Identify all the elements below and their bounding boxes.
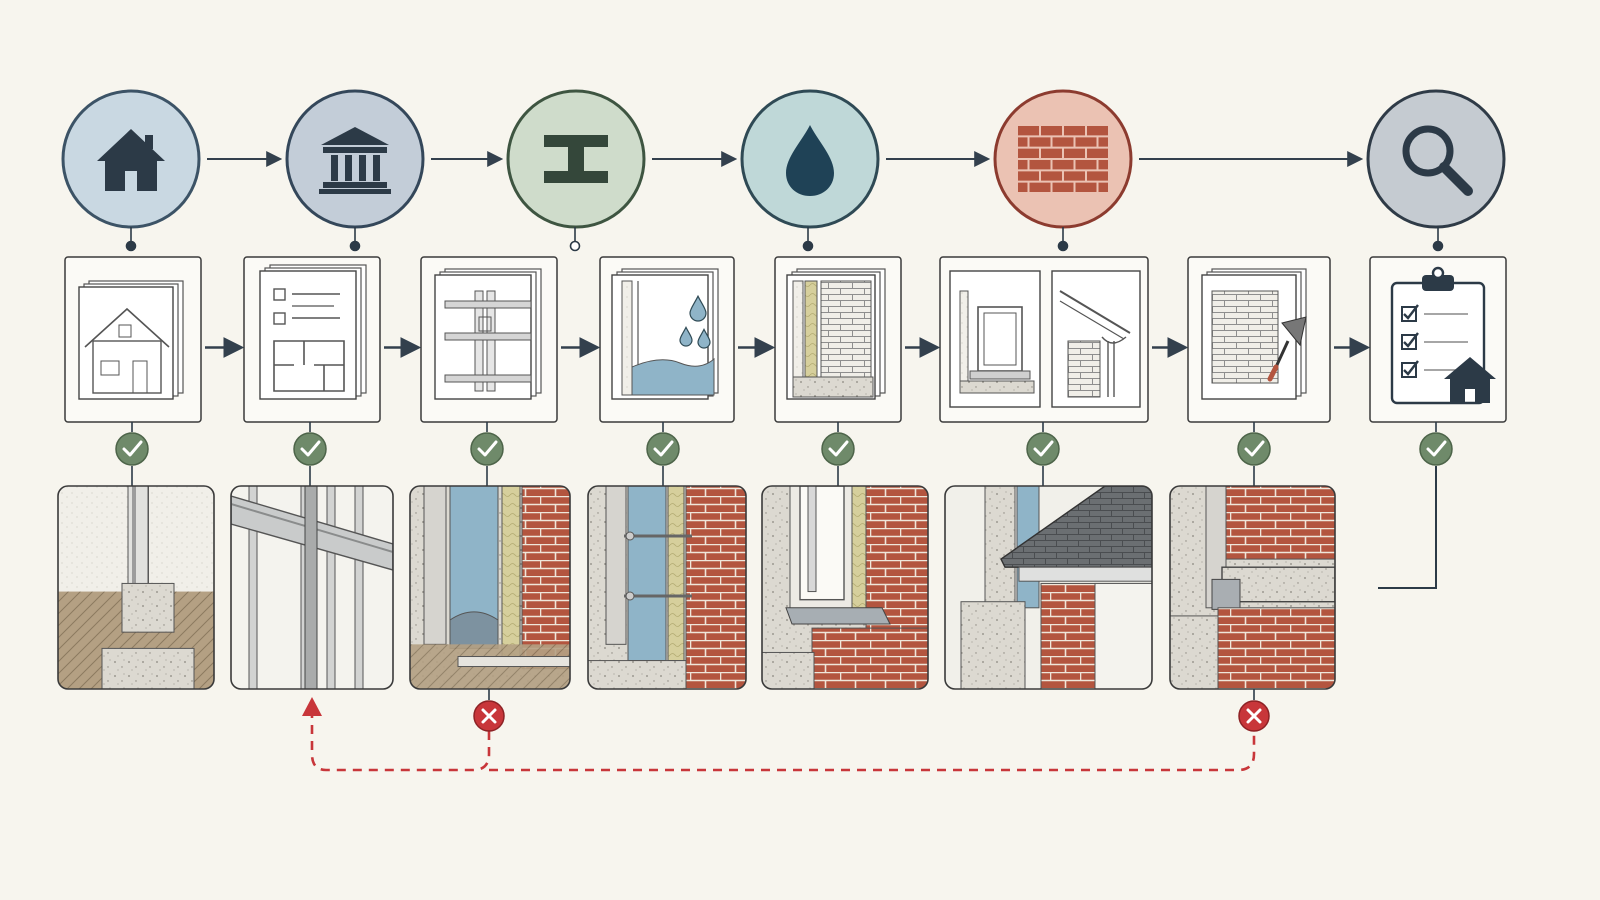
connector-dot bbox=[802, 240, 814, 252]
stage-circle-inspection bbox=[1366, 89, 1506, 229]
check-icon bbox=[470, 432, 504, 466]
trowel-icon bbox=[1281, 316, 1307, 347]
fascia-gutter bbox=[1018, 566, 1152, 582]
detail-lintel-brick-detail bbox=[1169, 485, 1336, 690]
detail-illustration bbox=[231, 486, 393, 689]
stage-circle bbox=[1366, 89, 1506, 229]
detail-insulated-cavity-wall-detail bbox=[409, 485, 571, 690]
detail-illustration bbox=[58, 486, 214, 689]
checkbox-icon bbox=[1401, 362, 1417, 378]
reject-icon bbox=[1238, 689, 1270, 732]
final-connector bbox=[1378, 466, 1437, 589]
doc-inspection-clipboard-doc bbox=[1369, 256, 1507, 423]
stage-circle-waterproofing bbox=[740, 89, 880, 229]
construction-details-row bbox=[57, 485, 1336, 690]
checkbox-icon bbox=[1401, 306, 1417, 322]
doc-brick-trowel-doc bbox=[1187, 256, 1331, 423]
water-drop-icon bbox=[689, 294, 707, 322]
stage-circle-structure bbox=[285, 89, 425, 229]
detail-frame bbox=[587, 485, 747, 690]
paper-sheet bbox=[259, 270, 357, 400]
reject-icon bbox=[473, 689, 505, 732]
building-columns-icon bbox=[319, 127, 391, 194]
detail-frame bbox=[1169, 485, 1336, 690]
house-icon bbox=[1444, 357, 1496, 403]
check-icon bbox=[821, 432, 855, 466]
magnifier-icon bbox=[1402, 125, 1473, 196]
doc-masonry-section-doc bbox=[774, 256, 902, 423]
water-drop-icon bbox=[679, 326, 693, 347]
stage-circle bbox=[285, 89, 425, 229]
connector-dot bbox=[1432, 240, 1444, 252]
detail-foundation-footing-detail bbox=[57, 485, 215, 690]
roof-tiles bbox=[1000, 486, 1152, 568]
sill-flashing bbox=[785, 607, 891, 625]
check-icon bbox=[1419, 432, 1453, 466]
detail-wall-ties-cavity-detail bbox=[587, 485, 747, 690]
detail-illustration bbox=[410, 486, 570, 689]
stage-circle-frame bbox=[506, 89, 646, 229]
doc-house-elevation-doc bbox=[64, 256, 202, 423]
detail-roof-eaves-detail bbox=[944, 485, 1153, 690]
water-drop-icon bbox=[786, 125, 834, 196]
angle-bracket bbox=[1211, 578, 1241, 610]
connector-dot bbox=[569, 240, 581, 252]
return-arrowhead bbox=[302, 697, 322, 716]
check-icon bbox=[646, 432, 680, 466]
detail-illustration bbox=[762, 486, 928, 689]
water-drop-icon bbox=[697, 328, 711, 349]
stage-circle-site bbox=[61, 89, 201, 229]
i-beam-icon bbox=[544, 135, 608, 183]
doc-steel-connection-doc bbox=[420, 256, 558, 423]
detail-frame bbox=[230, 485, 394, 690]
detail-illustration bbox=[1170, 486, 1335, 689]
house-icon bbox=[97, 129, 165, 191]
stage-circle-masonry bbox=[993, 89, 1133, 229]
connector-dot bbox=[349, 240, 361, 252]
detail-frame bbox=[944, 485, 1153, 690]
check-icon bbox=[1026, 432, 1060, 466]
rejection-feedback-loop bbox=[302, 689, 1270, 772]
connector-dot bbox=[125, 240, 137, 252]
doc-floor-plan-checklist-doc bbox=[243, 256, 381, 423]
detail-window-sill-detail bbox=[761, 485, 929, 690]
doc-window-eaves-doc bbox=[939, 256, 1149, 423]
document-row bbox=[64, 256, 1507, 423]
check-icon bbox=[1237, 432, 1271, 466]
detail-illustration bbox=[945, 486, 1152, 689]
check-icon bbox=[293, 432, 327, 466]
return-path bbox=[489, 731, 1256, 772]
check-icon bbox=[115, 432, 149, 466]
detail-frame bbox=[409, 485, 571, 690]
detail-frame bbox=[57, 485, 215, 690]
detail-illustration bbox=[588, 486, 746, 689]
detail-frame bbox=[761, 485, 929, 690]
connector-dot bbox=[1057, 240, 1069, 252]
checkbox-icon bbox=[1401, 334, 1417, 350]
detail-steel-frame-beam-detail bbox=[230, 485, 394, 690]
brick-wall-icon bbox=[1016, 124, 1110, 194]
approval-checks bbox=[115, 422, 1453, 589]
return-path bbox=[310, 716, 491, 772]
doc-waterproofing-doc bbox=[599, 256, 735, 423]
stage-circles bbox=[61, 89, 1506, 229]
circle-doc-connectors bbox=[125, 227, 1444, 252]
paper-sheet bbox=[78, 286, 174, 400]
